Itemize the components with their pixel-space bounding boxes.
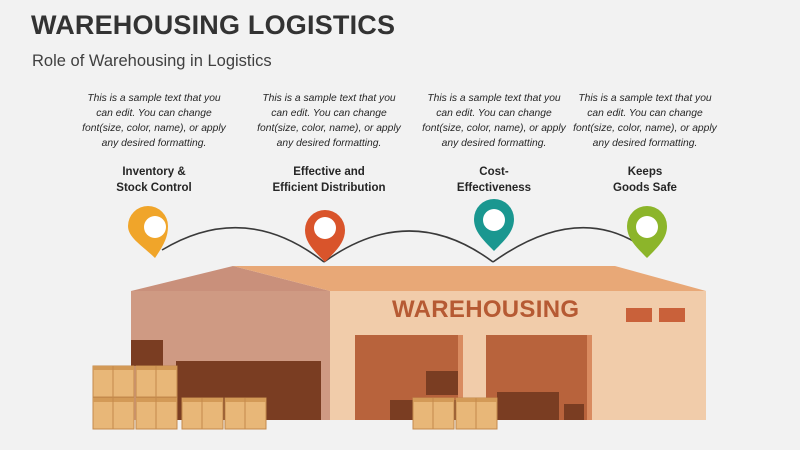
- connector-arc: [161, 226, 325, 263]
- column-heading-line1: Effective and: [293, 166, 365, 178]
- location-pin-icon: [627, 206, 667, 258]
- cardboard-boxes: [92, 365, 498, 430]
- column-cost: This is a sample text that you can edit.…: [419, 91, 569, 196]
- column-heading-line2: Effectiveness: [456, 182, 532, 194]
- connector-arc: [323, 230, 494, 263]
- column-heading: Inventory & Stock Control: [79, 164, 229, 196]
- location-pin-icon: [305, 210, 345, 262]
- column-description: This is a sample text that you can edit.…: [82, 93, 226, 149]
- column-description: This is a sample text that you can edit.…: [573, 93, 717, 149]
- column-heading-line1: Cost-: [479, 166, 509, 178]
- roof-left: [131, 266, 330, 291]
- column-heading: Effective and Efficient Distribution: [254, 164, 404, 196]
- column-description: This is a sample text that you can edit.…: [422, 93, 566, 149]
- door-frame: [587, 335, 592, 420]
- roof-right: [233, 266, 706, 291]
- door-frame: [458, 335, 463, 420]
- column-heading-line2: Efficient Distribution: [272, 182, 386, 194]
- column-heading-line1: Keeps: [627, 166, 663, 178]
- column-heading: Cost- Effectiveness: [419, 164, 569, 196]
- stacked-cargo: [564, 404, 584, 420]
- stacked-cargo: [426, 371, 458, 395]
- window: [626, 308, 652, 322]
- column-heading-line2: Stock Control: [116, 182, 192, 194]
- warehouse-sign: WAREHOUSING: [392, 296, 580, 323]
- location-pin-icon: [128, 206, 168, 258]
- connector-arc: [492, 226, 648, 263]
- column-distribution: This is a sample text that you can edit.…: [254, 91, 404, 196]
- column-inventory: This is a sample text that you can edit.…: [79, 91, 229, 196]
- column-heading-line1: Inventory &: [122, 166, 186, 178]
- column-heading: Keeps Goods Safe: [570, 164, 720, 196]
- column-heading-line2: Goods Safe: [613, 182, 677, 194]
- window: [659, 308, 685, 322]
- stacked-cargo: [497, 392, 559, 420]
- stacked-cargo: [131, 340, 163, 366]
- location-pin-icon: [474, 199, 514, 251]
- slide-title: WAREHOUSING LOGISTICS: [31, 10, 396, 40]
- column-safety: This is a sample text that you can edit.…: [570, 91, 720, 196]
- column-description: This is a sample text that you can edit.…: [257, 93, 401, 149]
- slide-subtitle: Role of Warehousing in Logistics: [32, 52, 272, 70]
